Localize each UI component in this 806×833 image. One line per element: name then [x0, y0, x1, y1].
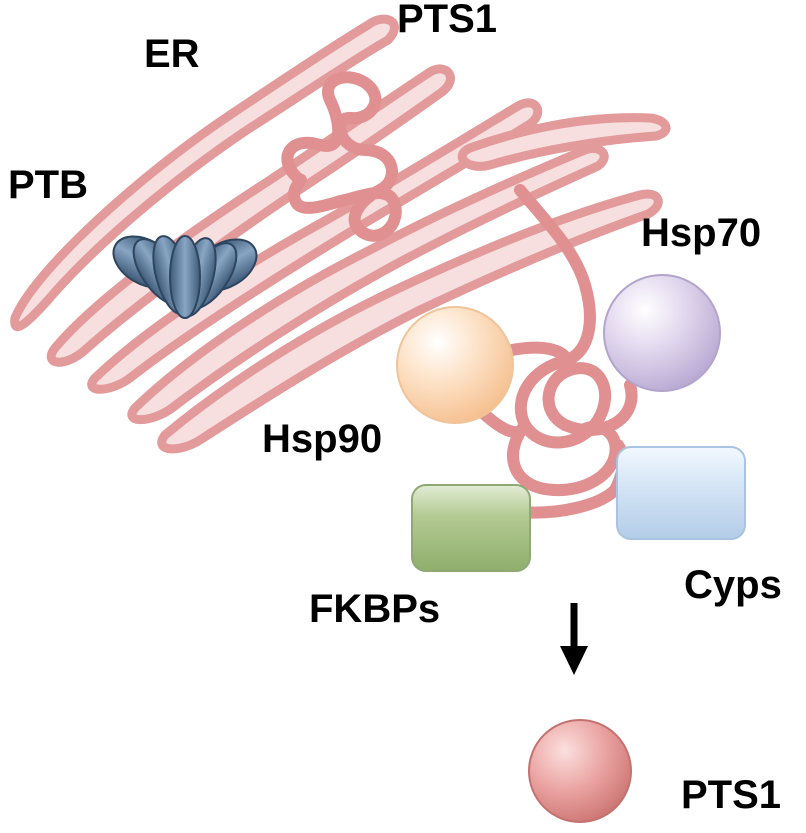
hsp90-sphere [396, 306, 514, 424]
arrow-down-icon [560, 603, 588, 675]
pts1-folded-sphere [528, 719, 632, 823]
er-cisterna-3 [87, 98, 543, 394]
label-hsp70: Hsp70 [641, 211, 761, 255]
hsp70-sphere [603, 274, 721, 392]
er-cisterna-6 [457, 113, 671, 171]
ptb-barrel-icon [112, 235, 258, 319]
chain-tail [514, 184, 596, 366]
chain-link-hsp90 [506, 341, 574, 366]
label-pts1-top: PTS1 [397, 0, 497, 41]
label-pts1-bottom: PTS1 [681, 773, 781, 817]
er-cisterna-1 [10, 14, 399, 332]
chain-fold [507, 354, 638, 497]
cyps-block [616, 446, 746, 540]
label-fkbps: FKBPs [309, 587, 440, 631]
fkbps-block [411, 484, 531, 572]
label-ptb: PTB [8, 163, 88, 207]
label-cyps: Cyps [684, 563, 782, 607]
label-hsp90: Hsp90 [262, 417, 382, 461]
label-er: ER [144, 32, 200, 76]
er-cisterna-5 [157, 189, 663, 454]
chain-link-fkbp [514, 484, 621, 519]
er-cisterna-4 [127, 144, 609, 425]
chain-coil-er [281, 71, 402, 242]
